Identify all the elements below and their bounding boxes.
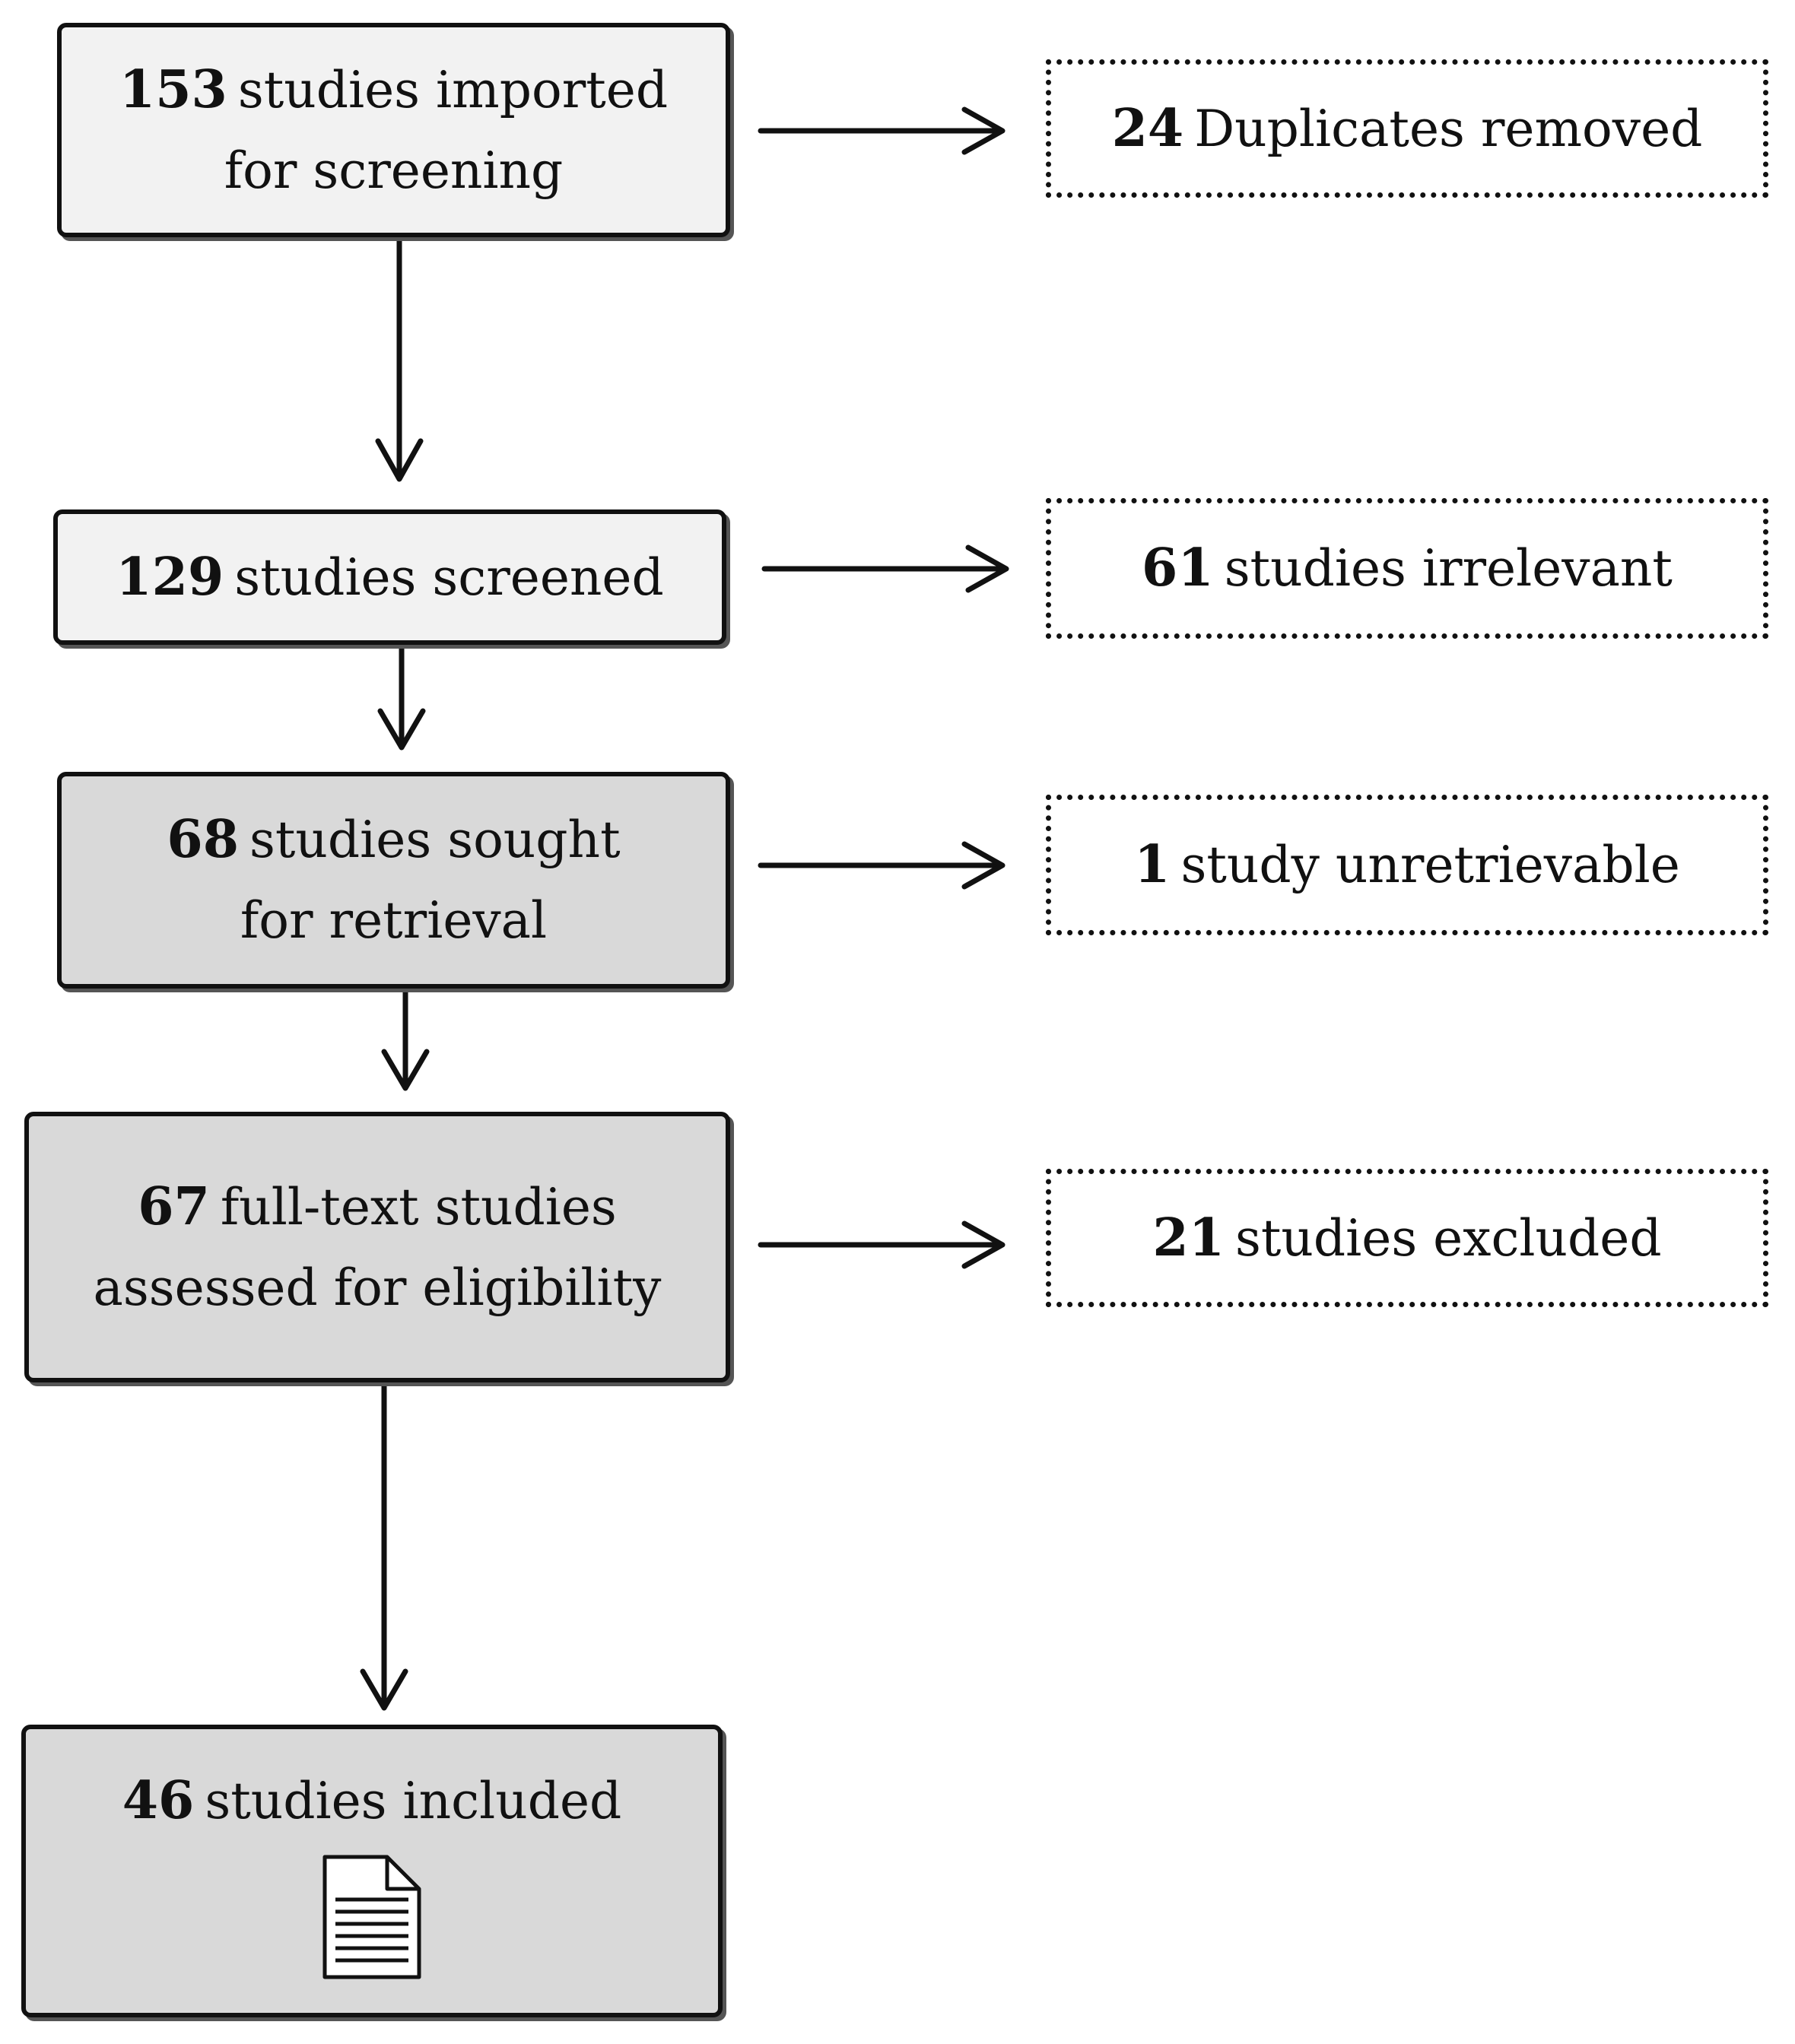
- document-icon: [322, 1855, 421, 1979]
- imported-label-line1: studies imported: [237, 60, 669, 119]
- arrow-to-unretrievable: [758, 841, 1006, 890]
- included-count: 46: [122, 1770, 195, 1831]
- included-label: studies included: [205, 1772, 622, 1830]
- imported-label-line2: for screening: [224, 141, 564, 200]
- irrelevant-label: studies irrelevant: [1224, 539, 1673, 598]
- duplicates-label: Duplicates removed: [1194, 99, 1703, 158]
- unretrievable-label: study unretrievable: [1180, 836, 1680, 894]
- arrow-to-irrelevant: [761, 544, 1009, 593]
- imported-count: 153: [119, 59, 227, 120]
- arrow-to-duplicates: [758, 106, 1006, 155]
- sought-count: 68: [167, 809, 240, 870]
- arrow-to-excluded: [758, 1220, 1006, 1269]
- screened-count: 129: [116, 546, 224, 608]
- assessed-count: 67: [138, 1176, 210, 1237]
- unretrievable-count: 1: [1134, 834, 1171, 895]
- excluded-label: studies excluded: [1235, 1208, 1662, 1268]
- sought-label-line1: studies sought: [249, 811, 621, 869]
- arrow-assessed-to-included: [360, 1379, 408, 1711]
- sought-label-line2: for retrieval: [240, 891, 548, 950]
- assessed-label-line1: full-text studies: [220, 1177, 617, 1236]
- arrow-screened-to-sought: [377, 643, 426, 751]
- arrow-imported-to-screened: [375, 234, 424, 482]
- assessed-label-line2: assessed for eligibility: [93, 1258, 662, 1317]
- arrow-sought-to-assessed: [381, 986, 430, 1091]
- excluded-count: 21: [1152, 1207, 1225, 1268]
- duplicates-count: 24: [1111, 97, 1184, 159]
- screened-label: studies screened: [234, 548, 664, 607]
- irrelevant-count: 61: [1142, 538, 1214, 598]
